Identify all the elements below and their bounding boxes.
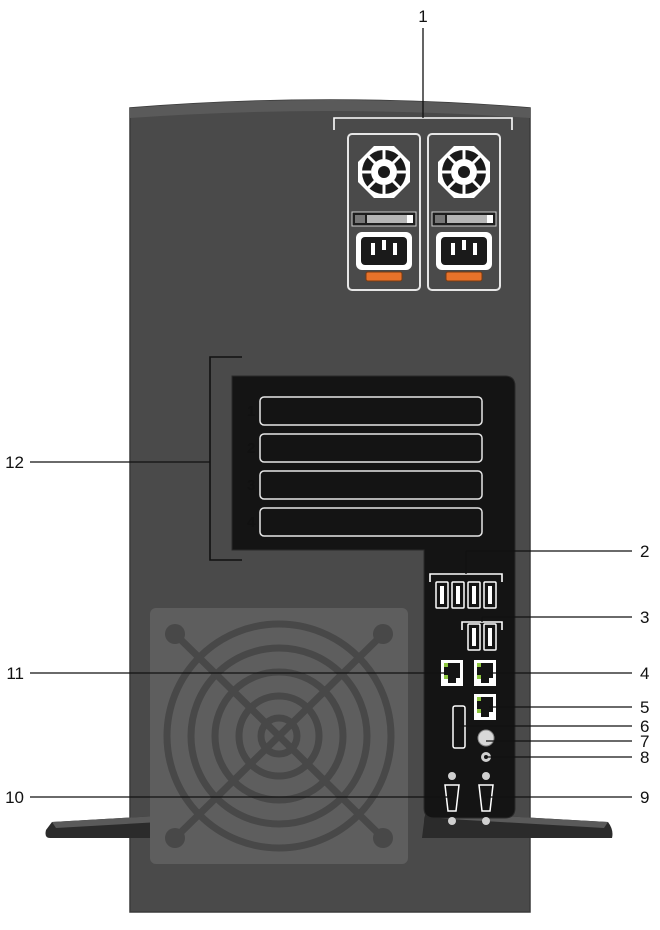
db9-serial-icon[interactable] [444, 772, 460, 825]
vga-video-connector[interactable] [478, 772, 494, 825]
power-supply-1[interactable] [347, 133, 421, 291]
leader-lines [30, 28, 632, 798]
callout-4: 4 [640, 664, 649, 683]
rj45-port-icon[interactable] [474, 694, 496, 720]
callout-5: 5 [640, 698, 649, 717]
fan-icon [438, 146, 490, 198]
callout-3: 3 [640, 608, 649, 627]
slot-label-2: 2 [247, 440, 255, 457]
vflash-card-slot[interactable] [452, 705, 466, 749]
power-inlet-icon [436, 232, 492, 270]
expansion-slots: 1 2 3 4 [247, 396, 483, 537]
callout-11: 11 [6, 664, 24, 683]
slot-label-4: 4 [247, 514, 256, 531]
usb-port-icon[interactable] [435, 581, 449, 609]
callout-9: 9 [640, 788, 649, 807]
expansion-slot-1[interactable] [259, 396, 483, 426]
expansion-slot-2[interactable] [259, 433, 483, 463]
callout-12: 12 [5, 453, 24, 472]
power-inlet-icon [356, 232, 412, 270]
usb-port-icon[interactable] [483, 581, 497, 609]
psu-release-tab[interactable] [365, 271, 403, 282]
callout-8: 8 [640, 748, 649, 767]
callout-10: 10 [5, 788, 24, 807]
usb-port-icon[interactable] [451, 581, 465, 609]
callout-1: 1 [418, 7, 427, 26]
slot-label-1: 1 [247, 403, 255, 420]
system-id-button[interactable] [477, 729, 495, 747]
usb-port-icon[interactable] [467, 581, 481, 609]
power-supply-2[interactable] [427, 133, 501, 291]
callout-2: 2 [640, 542, 649, 561]
usb-port-icon[interactable] [483, 623, 497, 651]
psu-release-tab[interactable] [445, 271, 483, 282]
callout-7: 7 [640, 732, 649, 751]
fan-icon [358, 146, 410, 198]
expansion-slot-3[interactable] [259, 470, 483, 500]
rear-usb3-ports [467, 623, 497, 651]
usb-port-icon[interactable] [467, 623, 481, 651]
rj45-port-icon[interactable] [474, 660, 496, 686]
fan-grille-icon [150, 608, 408, 864]
callout-labels: 1 2 3 4 5 6 7 8 9 10 11 12 [5, 7, 649, 807]
rj45-port-icon[interactable] [441, 660, 463, 686]
expansion-slot-4[interactable] [259, 507, 483, 537]
slot-label-3: 3 [247, 477, 255, 494]
callout-6: 6 [640, 717, 649, 736]
rear-usb-ports [435, 581, 497, 609]
expansion-bracket [209, 356, 242, 561]
